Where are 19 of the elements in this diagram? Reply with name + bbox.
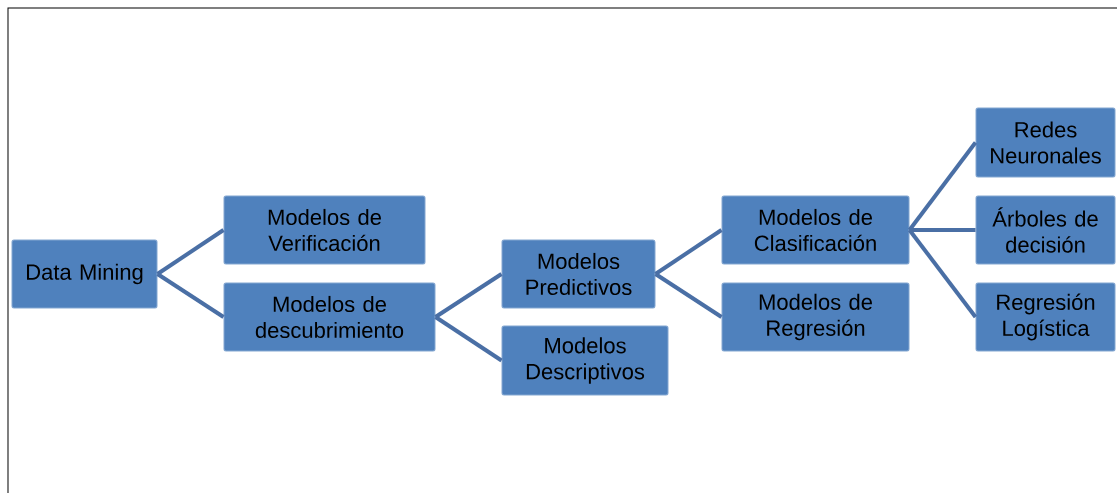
process-box: Modelos de descubrimiento bbox=[223, 282, 436, 352]
connector-line bbox=[909, 228, 976, 232]
process-box: Data Mining bbox=[11, 239, 158, 309]
connector-line bbox=[907, 228, 978, 319]
process-box: Regresión Logística bbox=[975, 282, 1116, 352]
process-box: Modelos de Clasificación bbox=[721, 195, 910, 265]
connector-line bbox=[907, 141, 978, 232]
process-box: Modelos Predictivos bbox=[501, 239, 656, 309]
process-box: Árboles de decisión bbox=[975, 195, 1116, 265]
connector-line bbox=[654, 272, 723, 319]
connector-line bbox=[156, 228, 225, 276]
process-box: Modelos de Regresión bbox=[721, 282, 910, 352]
process-box: Redes Neuronales bbox=[975, 107, 1116, 178]
connector-line bbox=[434, 315, 503, 363]
connector-line bbox=[156, 272, 225, 319]
connector-line bbox=[654, 228, 723, 276]
process-box: Modelos de Verificación bbox=[223, 195, 426, 265]
connector-line bbox=[434, 272, 503, 319]
process-box: Modelos Descriptivos bbox=[501, 325, 669, 396]
